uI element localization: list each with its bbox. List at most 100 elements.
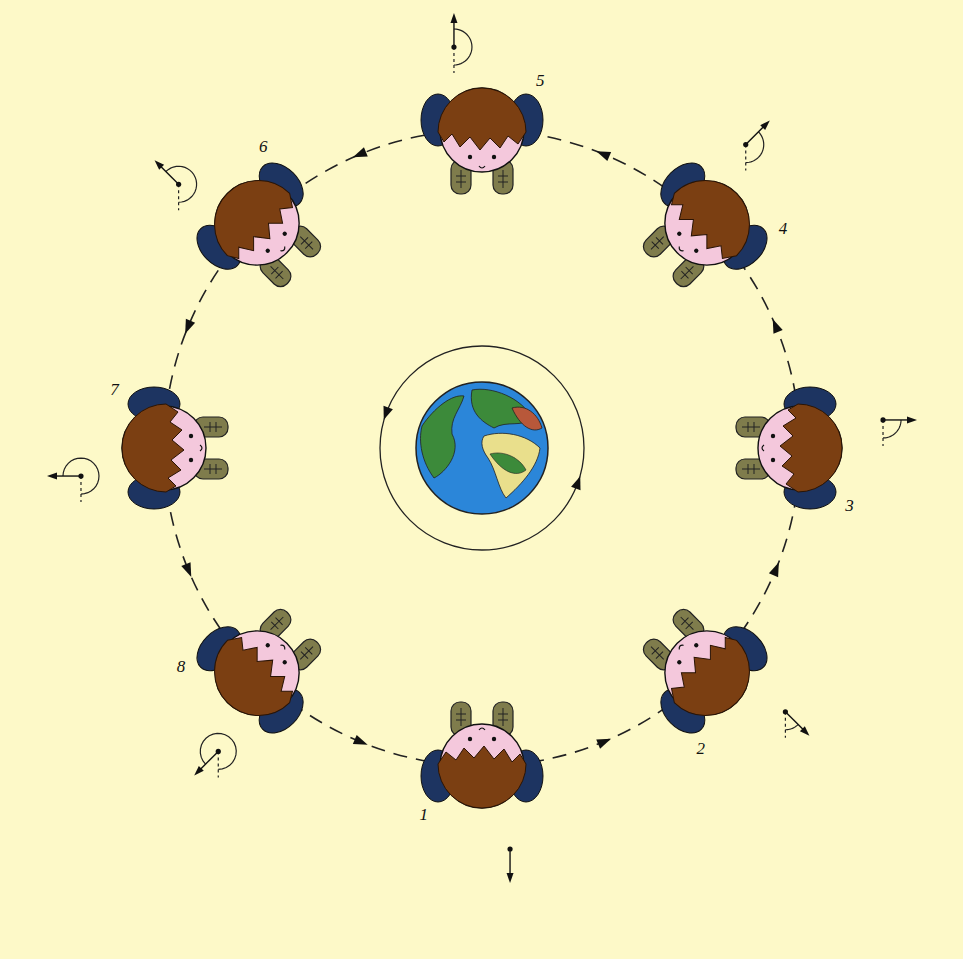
orbit-arrow <box>351 147 368 162</box>
nose <box>280 644 286 650</box>
nose <box>280 246 286 252</box>
shoe-lace <box>742 464 760 474</box>
orbit-arrow <box>596 734 613 749</box>
rotation-angle-marker <box>450 13 472 73</box>
reference-line <box>218 751 219 777</box>
shoe-lace <box>204 422 222 432</box>
pivot-dot <box>783 709 788 714</box>
callout-number: 5 <box>534 71 547 90</box>
spin-arrow <box>379 406 393 422</box>
eye <box>282 659 288 665</box>
facing-arrowhead <box>800 726 812 738</box>
nose <box>479 728 485 730</box>
callout-number: 4 <box>777 220 790 239</box>
pivot-dot <box>176 182 181 187</box>
shoe-lace <box>267 613 287 633</box>
facing-line <box>785 712 805 732</box>
boy-figure <box>618 150 779 311</box>
orbit-arrow <box>769 560 784 577</box>
eye <box>189 458 193 462</box>
eye <box>468 737 472 741</box>
facing-arrowhead <box>192 766 204 778</box>
shoe-lace <box>204 464 222 474</box>
rotation-angle-marker <box>152 158 196 211</box>
facing-arrowhead <box>760 118 772 130</box>
shoe-lace <box>456 708 466 726</box>
callout-number: 1 <box>418 806 431 825</box>
reference-line <box>882 420 883 446</box>
eye <box>492 155 496 159</box>
spin-arrow <box>571 475 585 491</box>
reference-line <box>80 476 81 502</box>
reference-line <box>745 145 746 171</box>
hair <box>662 628 768 734</box>
callout-number: 7 <box>108 380 121 399</box>
spin-ring <box>380 346 584 550</box>
angle-arc <box>454 29 472 65</box>
boy-figure <box>421 88 543 194</box>
hair <box>122 404 184 492</box>
orbit-arrow <box>181 319 196 336</box>
angle-arc <box>166 166 197 202</box>
facing-line <box>198 751 218 771</box>
facing-arrowhead <box>450 13 457 23</box>
rotation-angle-marker <box>507 846 514 883</box>
reference-line <box>453 47 454 73</box>
pivot-dot <box>78 473 83 478</box>
nose <box>678 246 684 252</box>
facing-line <box>453 19 454 47</box>
shoe-lace <box>647 643 667 663</box>
eye <box>265 642 271 648</box>
nose <box>200 445 202 451</box>
facing-line <box>746 125 766 145</box>
pivot-dot <box>880 417 885 422</box>
boy-figure <box>421 702 543 808</box>
facing-arrowhead <box>907 416 917 423</box>
shoe-lace <box>498 170 508 188</box>
eye <box>693 248 699 254</box>
hair <box>780 404 842 492</box>
eye <box>189 434 193 438</box>
nose <box>762 445 764 451</box>
hair <box>438 88 526 150</box>
angle-arc <box>883 420 901 438</box>
land-mass <box>421 396 465 478</box>
earth-globe <box>416 382 548 514</box>
orbit-arrow <box>594 147 611 162</box>
hair <box>438 746 526 808</box>
facing-arrowhead <box>47 473 57 480</box>
eye <box>676 659 682 665</box>
nose <box>678 644 684 650</box>
shoe-lace <box>297 643 317 663</box>
facing-arrowhead <box>152 158 164 170</box>
callout-number: 2 <box>694 740 707 759</box>
eye <box>468 155 472 159</box>
reference-line <box>178 184 179 210</box>
callout-number: 6 <box>257 138 270 157</box>
shoe-lace <box>742 422 760 432</box>
pivot-dot <box>507 846 512 851</box>
angle-arc <box>785 724 798 729</box>
shoe-lace <box>647 233 667 253</box>
shoe-lace <box>677 263 697 283</box>
boy-figure <box>618 584 779 745</box>
orbit-arrow <box>181 562 196 579</box>
boy-figure <box>184 584 345 745</box>
shoe-lace <box>267 263 287 283</box>
eye <box>771 458 775 462</box>
facing-line <box>159 164 179 184</box>
eye <box>771 434 775 438</box>
orbit-path <box>164 130 800 766</box>
hair <box>662 162 768 268</box>
callout-number: 8 <box>175 657 188 676</box>
shoe-lace <box>297 233 317 253</box>
shoe-lace <box>456 170 466 188</box>
callout-number: 3 <box>843 497 856 516</box>
reference-line <box>785 712 786 738</box>
boy-figure <box>122 387 228 509</box>
rotation-angle-marker <box>192 733 237 777</box>
pivot-dot <box>216 749 221 754</box>
rotation-angle-marker <box>880 416 917 446</box>
